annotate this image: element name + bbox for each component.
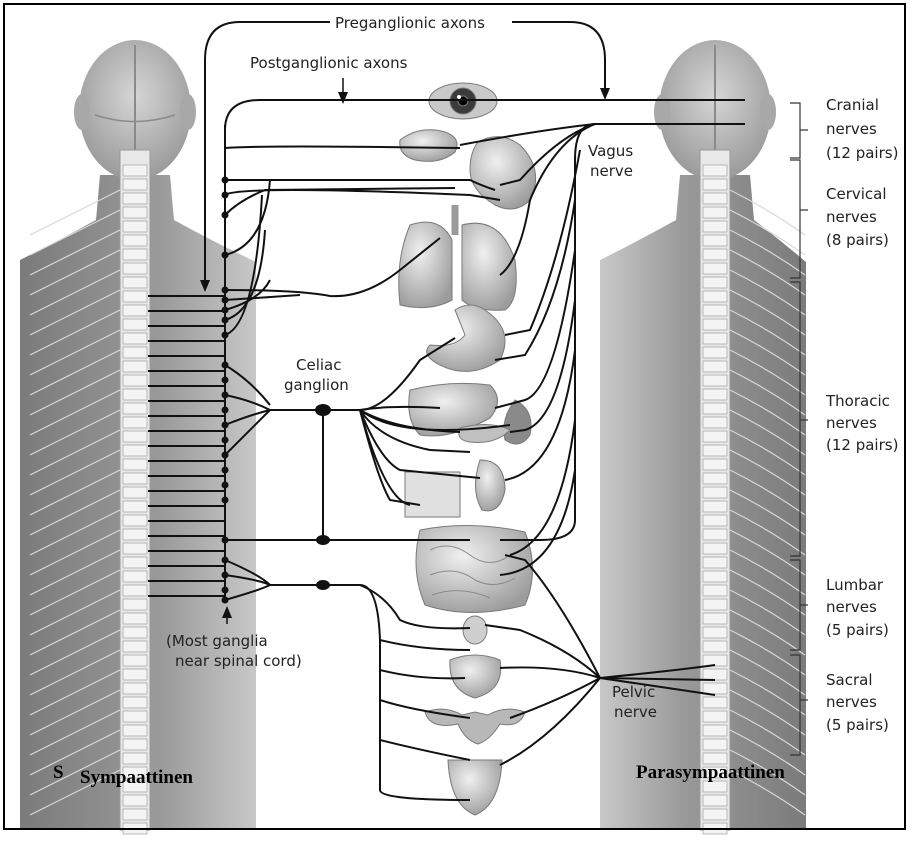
image-border	[3, 3, 906, 830]
